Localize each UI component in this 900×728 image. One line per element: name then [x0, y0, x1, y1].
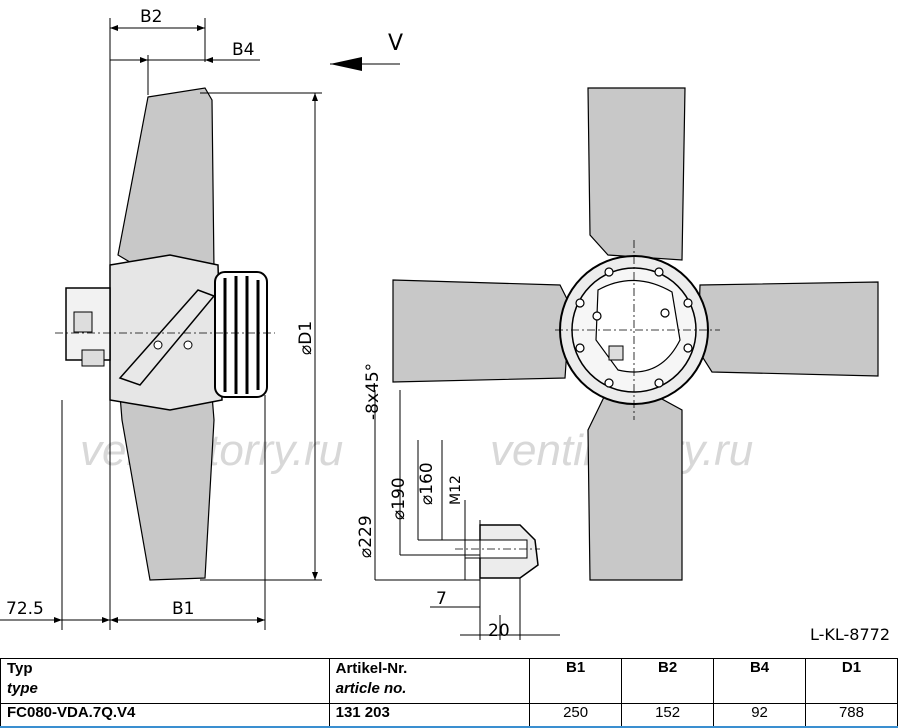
dim-offset: 72.5 [6, 599, 44, 619]
cell-b1: 250 [529, 703, 623, 728]
cell-article: 131 203 [328, 703, 531, 728]
dim-d229: ⌀229 [356, 515, 376, 558]
cell-b4: 92 [713, 703, 806, 728]
dim-holes: -8x45° [363, 363, 383, 420]
side-cable-gland [73, 311, 93, 333]
front-bolt-holes [575, 267, 693, 388]
cell-b2: 152 [621, 703, 715, 728]
side-motor-fins [223, 276, 260, 394]
dim-b4: B4 [232, 40, 254, 60]
drawing-number: L-KL-8772 [810, 625, 890, 644]
dim-b1: B1 [172, 599, 194, 619]
dim-d160: ⌀160 [417, 462, 437, 505]
view-label: V [388, 31, 403, 56]
front-blade-top [587, 87, 686, 261]
front-blade-bottom [587, 394, 683, 581]
dim-d1: ⌀D1 [296, 321, 316, 355]
spec-header-row: Typ type Artikel-Nr. article no. B1 B2 B… [0, 658, 899, 704]
side-motor-housing [214, 271, 268, 398]
side-view [55, 87, 275, 581]
header-b2: B2 [621, 658, 715, 704]
dim-d190: ⌀190 [389, 477, 409, 520]
flange-detail [374, 390, 560, 640]
dim-seven: 7 [436, 589, 447, 609]
front-connector [608, 345, 624, 361]
dim-b2: B2 [140, 7, 162, 27]
front-blade-right [697, 281, 879, 377]
cell-d1: 788 [804, 703, 899, 728]
technical-drawing: ventilatorry.ru ventilatorry.ru [0, 7, 890, 644]
cell-type: FC080-VDA.7Q.V4 [0, 703, 330, 728]
side-bracket [118, 289, 216, 386]
side-bolt [183, 340, 193, 350]
spec-table: Typ type Artikel-Nr. article no. B1 B2 B… [0, 658, 899, 728]
side-blade-upper [117, 87, 215, 271]
front-blade-left [392, 279, 571, 383]
side-dimensions [0, 18, 322, 630]
side-connector [81, 349, 105, 367]
side-bolt [153, 340, 163, 350]
front-view [392, 87, 879, 581]
header-b1: B1 [529, 658, 623, 704]
side-blade-lower [119, 394, 215, 581]
dim-m12: M12 [448, 475, 464, 505]
table-row: FC080-VDA.7Q.V4 131 203 250 152 92 788 [0, 703, 899, 728]
dim-twenty: 20 [488, 621, 510, 641]
header-d1: D1 [804, 658, 899, 704]
header-article: Artikel-Nr. article no. [328, 658, 531, 704]
header-b4: B4 [713, 658, 806, 704]
header-type: Typ type [0, 658, 330, 704]
view-arrow [330, 57, 400, 71]
